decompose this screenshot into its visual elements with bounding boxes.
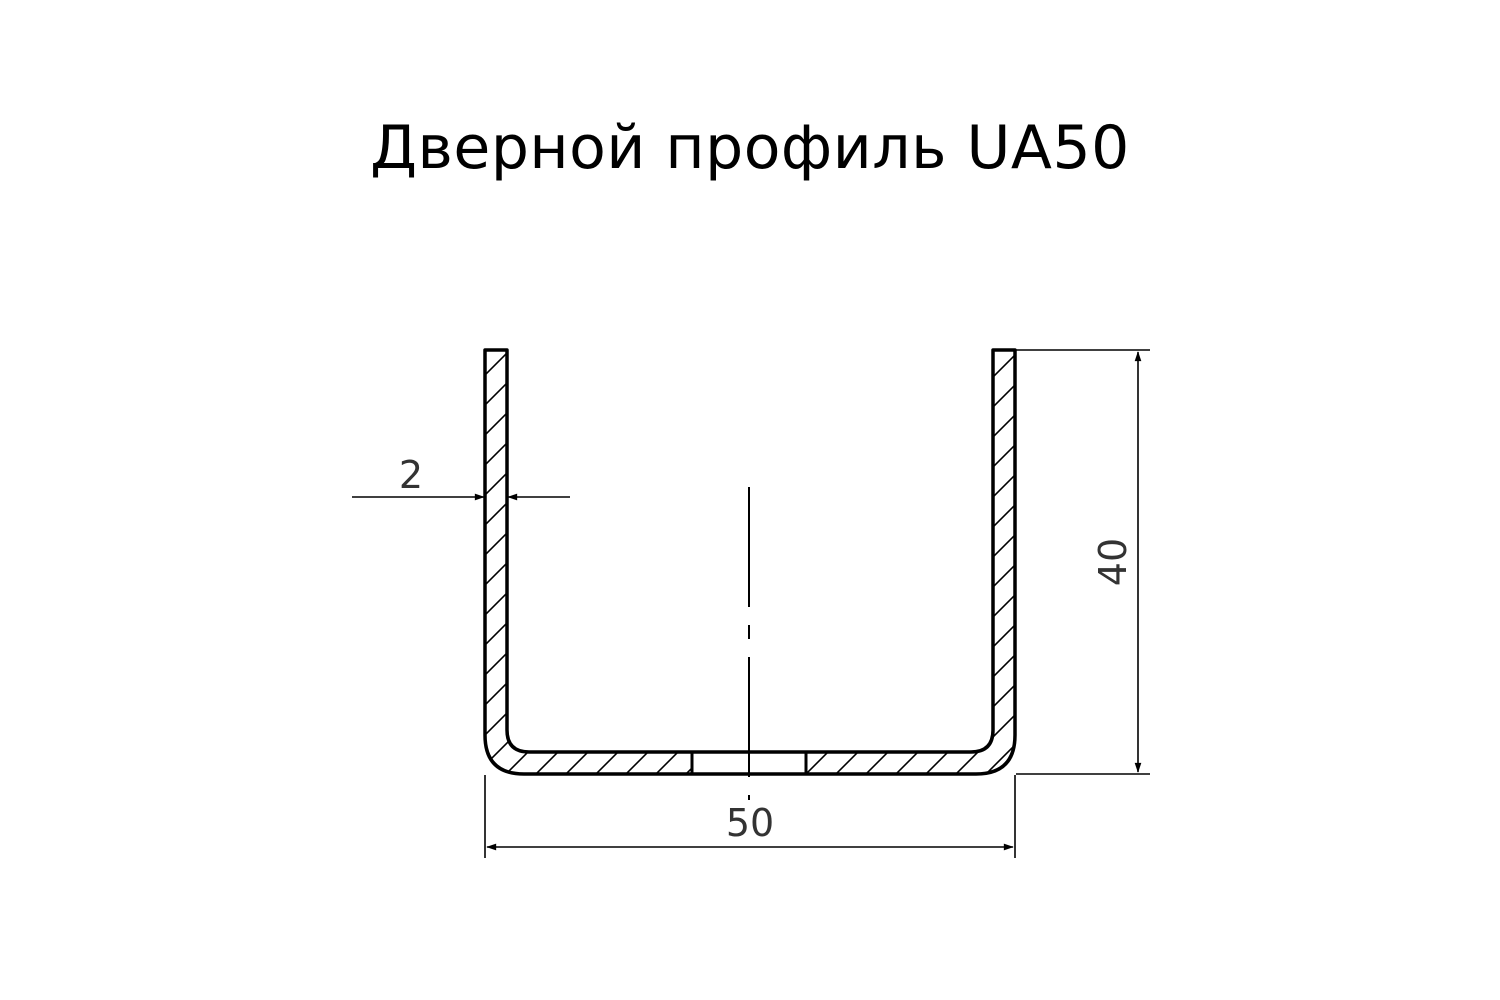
thickness-dimension: 2 [352, 453, 570, 501]
hatch-line [929, 350, 1015, 774]
hatch-line [485, 350, 601, 774]
hatch-line [485, 350, 511, 774]
hatch-line [485, 350, 841, 774]
hatch-line [569, 350, 1015, 774]
hatch-line [485, 350, 811, 774]
hatch-line [959, 350, 1015, 774]
width-dimension: 50 [484, 775, 1016, 858]
height-dimension: 40 [1016, 349, 1150, 775]
width-value: 50 [726, 801, 774, 845]
hatch-line [485, 350, 751, 774]
hatch-line [485, 350, 541, 774]
hatch-line [809, 350, 1015, 774]
hatch-line [485, 350, 661, 774]
hatch-line [485, 350, 631, 774]
hatch-line [485, 350, 931, 774]
hatch-line [485, 350, 691, 774]
hatch-line [599, 350, 1015, 774]
hatch-line [629, 350, 1015, 774]
drawing-title: Дверной профиль UA50 [370, 113, 1130, 183]
hatch-line [779, 350, 1015, 774]
hatch-line [749, 350, 1015, 774]
hatch-line [485, 350, 871, 774]
hatch-line [659, 350, 1015, 774]
hatch-line [839, 350, 1015, 774]
hatch-line [899, 350, 1015, 774]
hatch-line [989, 350, 1015, 774]
thickness-value: 2 [399, 453, 423, 497]
hatch-line [0, 320, 480, 800]
hatch-line [1080, 320, 1500, 800]
hatch-line [485, 350, 721, 774]
hatch-line [539, 350, 1015, 774]
profile-outline [483, 348, 1017, 776]
hatch-line [485, 350, 961, 774]
hatch-line [485, 350, 571, 774]
hatch-line [485, 350, 781, 774]
hatch-line [485, 350, 901, 774]
height-value: 40 [1091, 538, 1135, 586]
